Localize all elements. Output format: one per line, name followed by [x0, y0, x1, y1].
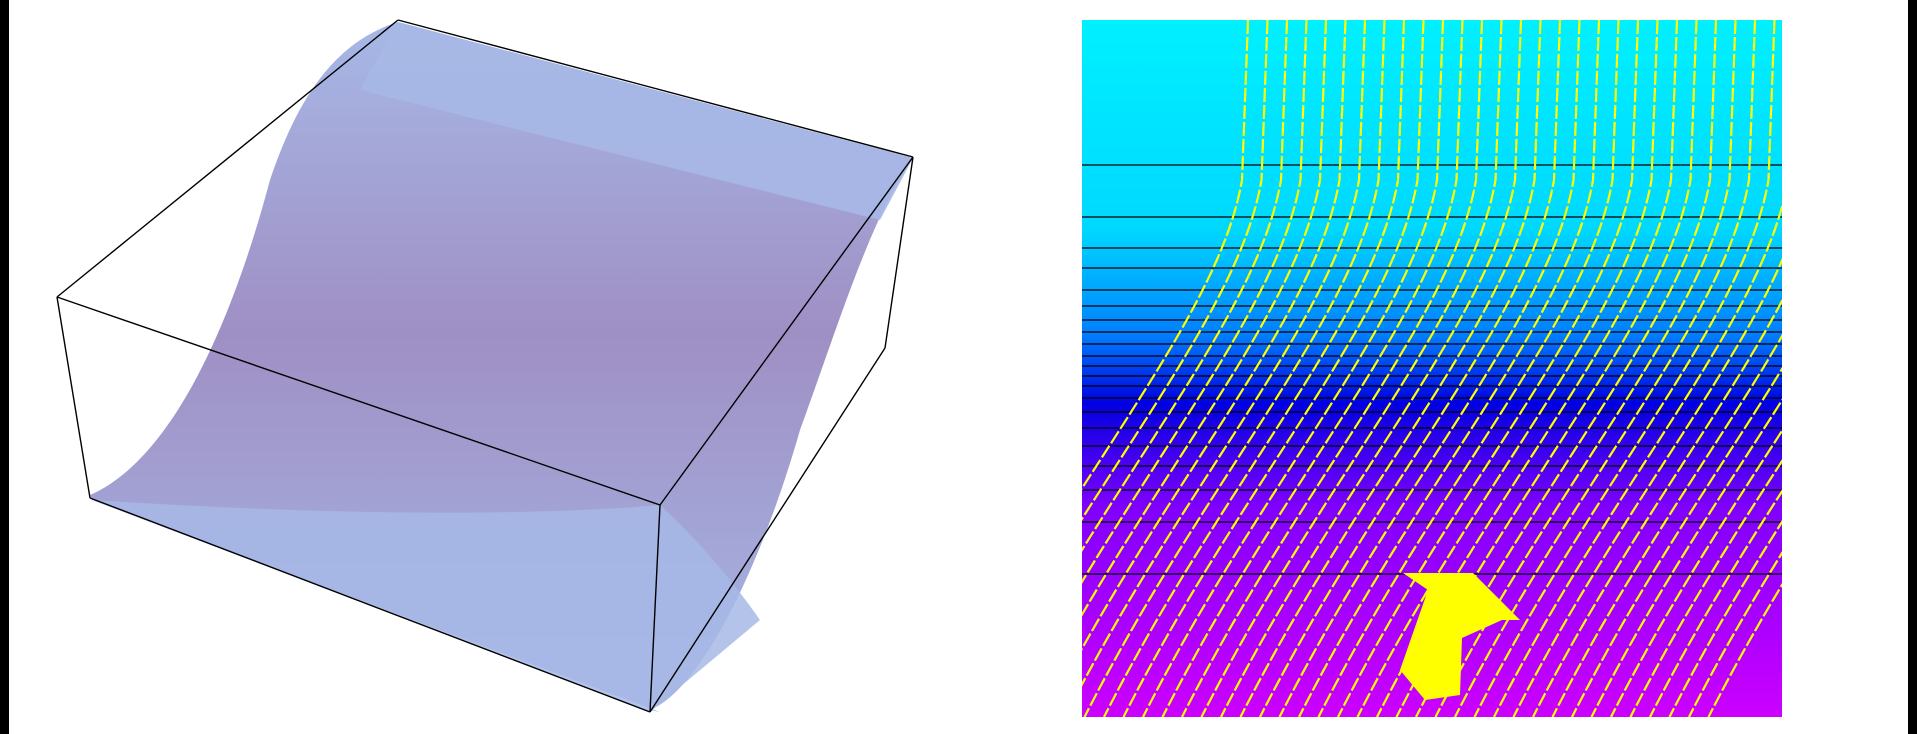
streamline: [1395, 20, 1698, 717]
streamline: [1142, 20, 1445, 717]
right-flow-plot: [1082, 20, 1782, 717]
streamline: [1103, 20, 1406, 717]
streamline: [1298, 20, 1601, 717]
streamline: [1161, 20, 1464, 717]
streamline: [1259, 20, 1562, 717]
streamline: [1434, 20, 1737, 717]
streamline: [1082, 20, 1328, 617]
horizontal-contour-lines: [1082, 164, 1782, 575]
streamline: [1122, 20, 1425, 717]
streamline: [1493, 202, 1782, 717]
streamline: [1200, 20, 1503, 717]
streamline: [1278, 20, 1581, 717]
streamline: [1415, 20, 1718, 717]
streamline: [1082, 20, 1367, 687]
bounding-box: [56, 19, 914, 713]
streamline: [1454, 20, 1757, 717]
streamline: [1337, 20, 1640, 717]
streamline: [1181, 20, 1484, 717]
streamline: [1376, 20, 1679, 717]
surface-front-fall: [92, 500, 760, 712]
streamlines: [1082, 20, 1782, 717]
streamline: [1082, 20, 1269, 521]
streamline: [1082, 20, 1250, 491]
streamline: [1082, 20, 1289, 553]
streamline: [1082, 20, 1347, 651]
streamline: [1356, 20, 1659, 717]
streamline: [1473, 20, 1776, 717]
streamline: [1220, 20, 1523, 717]
streamline: [1239, 20, 1542, 717]
left-3d-plot: [56, 19, 914, 713]
streamline: [1082, 20, 1308, 584]
streamline: [1083, 20, 1386, 717]
streamline: [1317, 20, 1620, 717]
yellow-arrow-marker: [1400, 573, 1520, 700]
surface-top-plane: [360, 22, 913, 220]
